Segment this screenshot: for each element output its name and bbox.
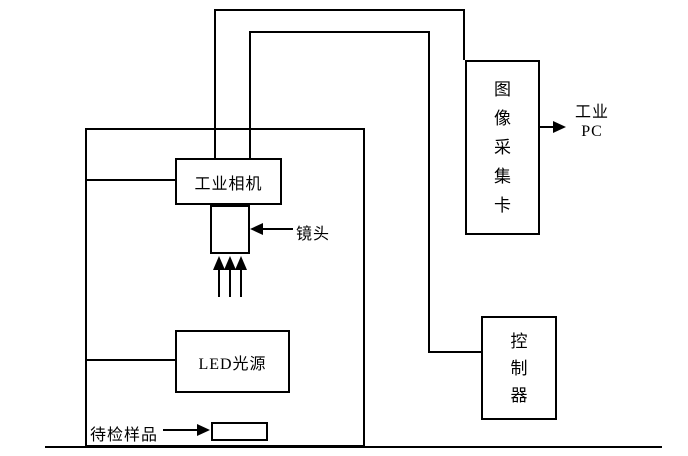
lens-box bbox=[210, 205, 250, 254]
light-arrow-head bbox=[224, 256, 236, 270]
sample-box bbox=[211, 422, 268, 441]
industrial-pc-label-line2: PC bbox=[581, 123, 603, 140]
image-capture-card-box: 图像采集卡 bbox=[465, 60, 540, 235]
wire-camera-to-controller bbox=[249, 31, 481, 353]
wire-camera-to-capture-card bbox=[214, 9, 465, 158]
industrial-camera-box: 工业相机 bbox=[175, 158, 282, 205]
controller-label: 控制器 bbox=[510, 331, 528, 405]
sample-label: 待检样品 bbox=[90, 427, 159, 444]
sample-pointer-arrow bbox=[163, 424, 210, 436]
pc-arrow-head bbox=[553, 121, 566, 133]
image-capture-card-label: 图像采集卡 bbox=[494, 80, 511, 215]
card-to-pc-arrow bbox=[540, 121, 566, 133]
sample-arrow-head bbox=[197, 424, 210, 436]
enclosure-box bbox=[85, 128, 365, 447]
lens-pointer-arrow bbox=[250, 223, 293, 235]
industrial-pc-label-line1: 工业 bbox=[574, 104, 609, 121]
led-light-source-box: LED光源 bbox=[175, 330, 290, 393]
controller-box: 控制器 bbox=[481, 316, 557, 420]
light-up-arrows bbox=[213, 256, 247, 297]
light-arrow-head bbox=[213, 256, 225, 270]
led-light-source-label: LED光源 bbox=[198, 355, 267, 373]
light-arrow-head bbox=[235, 256, 247, 270]
lens-label: 镜头 bbox=[296, 226, 331, 243]
industrial-pc-label: 工业 PC bbox=[565, 103, 619, 141]
lens-arrow-head bbox=[250, 223, 263, 235]
industrial-camera-label: 工业相机 bbox=[194, 175, 263, 193]
